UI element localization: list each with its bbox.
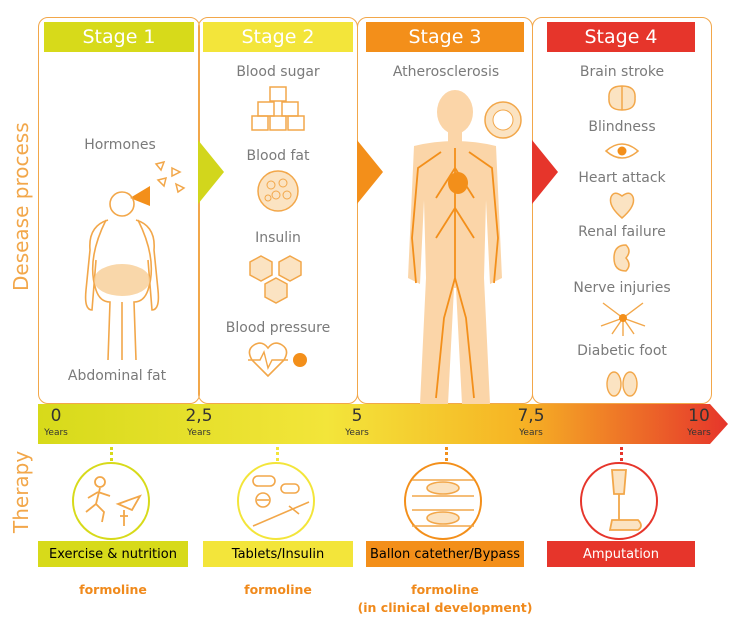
exercise-nutrition-circle xyxy=(72,462,150,540)
tick-4-unit: Years xyxy=(687,428,711,438)
blood-pressure-label: Blood pressure xyxy=(225,320,331,336)
stage-arrow-2 xyxy=(357,140,383,204)
therapy-exercise-nutrition: Exercise & nutrition xyxy=(38,541,188,567)
therapy-3-brand-note: (in clinical development) xyxy=(357,600,533,615)
nerve-icon xyxy=(600,302,646,336)
tick-3-value: 7,5 xyxy=(517,406,545,426)
hormones-label: Hormones xyxy=(84,137,156,153)
therapy-4-connector xyxy=(620,447,623,461)
stage-4-header: Stage 4 xyxy=(547,22,695,52)
therapy-1-brand: formoline xyxy=(79,582,147,597)
prosthetic-leg-icon xyxy=(608,469,642,531)
heart-attack-label: Heart attack xyxy=(578,170,666,186)
tick-4-value: 10 xyxy=(688,406,710,426)
kidney-icon xyxy=(613,244,630,272)
tablets-insulin-circle xyxy=(237,462,315,540)
insulin-label: Insulin xyxy=(255,230,301,246)
stage-arrow-1 xyxy=(198,140,224,204)
fat-cell-icon xyxy=(257,170,299,212)
tick-2-unit: Years xyxy=(345,428,369,438)
artery-plaque-icon xyxy=(484,101,522,139)
timeline-bar xyxy=(38,404,728,444)
tick-1-unit: Years xyxy=(187,428,211,438)
therapy-3-brand: formoline xyxy=(411,582,479,597)
amputation-circle xyxy=(580,462,658,540)
ballon-bypass-circle xyxy=(404,462,482,540)
blood-sugar-label: Blood sugar xyxy=(236,64,320,80)
therapy-tablets-insulin: Tablets/Insulin xyxy=(203,541,353,567)
feet-icon xyxy=(606,371,638,397)
sugar-cubes-icon xyxy=(251,86,305,131)
stage-1-panel xyxy=(38,17,200,404)
tick-0-value: 0 xyxy=(50,406,62,426)
heart-icon xyxy=(609,192,635,219)
therapy-amputation: Amputation xyxy=(547,541,695,567)
therapy-1-connector xyxy=(110,447,113,461)
stage-1-header: Stage 1 xyxy=(44,22,194,52)
stage-3-header: Stage 3 xyxy=(366,22,524,52)
brain-icon xyxy=(608,85,636,111)
diabetic-foot-label: Diabetic foot xyxy=(577,343,667,359)
blood-pressure-icon xyxy=(248,342,307,378)
therapy-3-connector xyxy=(445,447,448,461)
therapy-2-brand: formoline xyxy=(244,582,312,597)
tick-1-value: 2,5 xyxy=(185,406,213,426)
therapy-ballon-bypass: Ballon catether/Bypass xyxy=(366,541,524,567)
eye-icon xyxy=(604,143,640,159)
hormones-icon xyxy=(130,160,186,206)
blindness-label: Blindness xyxy=(588,119,656,135)
therapy-2-connector xyxy=(276,447,279,461)
stage-2-header: Stage 2 xyxy=(203,22,353,52)
brain-stroke-label: Brain stroke xyxy=(579,64,665,80)
tick-0-unit: Years xyxy=(44,428,68,438)
insulin-hexagons-icon xyxy=(249,255,302,304)
tablets-syringe-icon xyxy=(252,475,310,527)
exercise-nutrition-icon xyxy=(85,476,142,526)
abdominal-fat-label: Abdominal fat xyxy=(67,368,167,384)
balloon-catheter-icon xyxy=(412,479,474,527)
atherosclerosis-label: Atherosclerosis xyxy=(392,64,500,80)
blood-fat-label: Blood fat xyxy=(246,148,310,164)
desease-process-label: Desease process xyxy=(9,122,33,291)
renal-failure-label: Renal failure xyxy=(578,224,666,240)
nerve-injuries-label: Nerve injuries xyxy=(573,280,671,296)
tick-2-value: 5 xyxy=(351,406,363,426)
human-body-arteries-icon xyxy=(408,90,502,404)
tick-3-unit: Years xyxy=(519,428,543,438)
obese-body-icon xyxy=(84,191,160,361)
stage-4-panel xyxy=(532,17,712,404)
therapy-label: Therapy xyxy=(9,450,33,533)
stage-arrow-3 xyxy=(532,140,558,204)
